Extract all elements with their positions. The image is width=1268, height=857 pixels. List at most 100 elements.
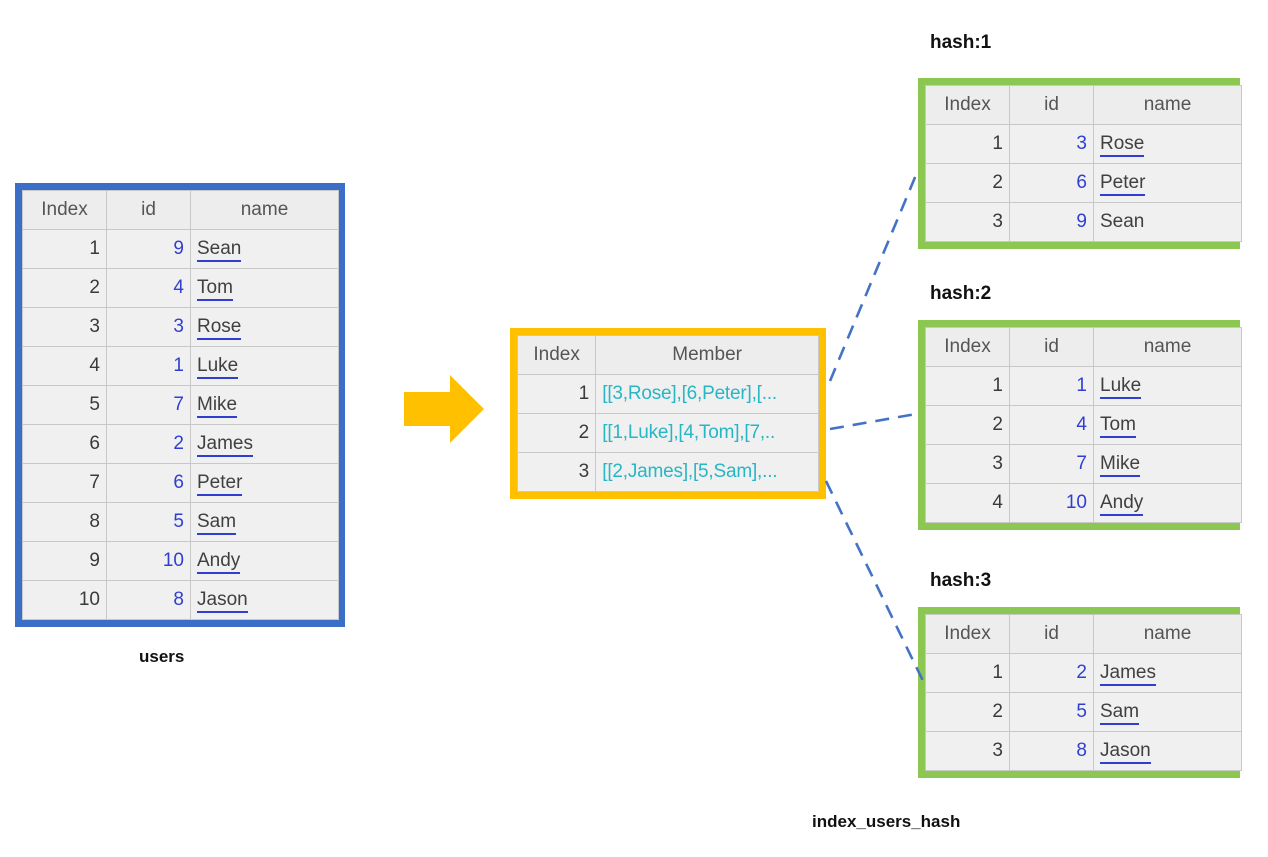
cell-name: Mike (190, 385, 339, 425)
cell-index: 3 (22, 307, 107, 347)
name-link[interactable]: Rose (197, 316, 242, 340)
connector-to-hash-2 (829, 412, 917, 431)
cell-index: 3 (925, 731, 1010, 771)
cell-id: 2 (1009, 653, 1094, 693)
cell-index: 2 (516, 413, 597, 453)
cell-index: 1 (925, 653, 1010, 693)
column-header-index: Index (925, 85, 1010, 125)
column-header-id: id (1009, 614, 1094, 654)
cell-index: 6 (22, 424, 107, 464)
table-row: 1[[3,Rose],[6,Peter],[... (516, 374, 819, 414)
name-link[interactable]: Jason (1100, 740, 1151, 764)
cell-id: 7 (106, 385, 191, 425)
cell-index: 4 (22, 346, 107, 386)
name-link[interactable]: Rose (1100, 133, 1145, 157)
column-header-index: Index (516, 335, 597, 375)
cell-id: 6 (1009, 163, 1094, 203)
cell-index: 9 (22, 541, 107, 581)
cell-index: 1 (925, 124, 1010, 164)
cell-index: 2 (925, 163, 1010, 203)
cell-name: Peter (190, 463, 339, 503)
cell-id: 3 (106, 307, 191, 347)
column-header-id: id (1009, 327, 1094, 367)
cell-id: 8 (106, 580, 191, 620)
name-link[interactable]: Mike (1100, 453, 1141, 477)
cell-index: 2 (22, 268, 107, 308)
cell-index: 3 (925, 202, 1010, 242)
cell-index: 1 (516, 374, 597, 414)
name-link[interactable]: Tom (1100, 414, 1136, 438)
cell-name: Sam (1093, 692, 1242, 732)
users-caption: users (139, 647, 185, 666)
cell-id: 3 (1009, 124, 1094, 164)
column-header-name: name (190, 190, 339, 230)
cell-id: 5 (1009, 692, 1094, 732)
cell-name: Mike (1093, 444, 1242, 484)
table-header-row: Index id name (22, 190, 339, 230)
column-header-member: Member (595, 335, 819, 375)
cell-name: James (1093, 653, 1242, 693)
column-header-index: Index (22, 190, 107, 230)
cell-name: Andy (190, 541, 339, 581)
name-link[interactable]: James (197, 433, 253, 457)
name-link[interactable]: James (1100, 662, 1156, 686)
name-link[interactable]: Luke (1100, 375, 1142, 399)
cell-id: 10 (1009, 483, 1094, 523)
cell-index: 7 (22, 463, 107, 503)
cell-name: Peter (1093, 163, 1242, 203)
hash-label-3: hash:3 (930, 570, 992, 591)
name-link[interactable]: Luke (197, 355, 239, 379)
column-header-index: Index (925, 327, 1010, 367)
cell-name: Tom (190, 268, 339, 308)
name-link[interactable]: Mike (197, 394, 238, 418)
cell-id: 4 (106, 268, 191, 308)
cell-id: 8 (1009, 731, 1094, 771)
cell-id: 1 (1009, 366, 1094, 406)
name-link[interactable]: Andy (1100, 492, 1144, 516)
name-link[interactable]: Jason (197, 589, 248, 613)
cell-name: Luke (1093, 366, 1242, 406)
column-header-name: name (1093, 85, 1242, 125)
hash-label-2: hash:2 (930, 283, 992, 304)
cell-id: 10 (106, 541, 191, 581)
column-header-index: Index (925, 614, 1010, 654)
name-link[interactable]: Peter (197, 472, 243, 496)
name-link[interactable]: Sean (197, 238, 242, 262)
index-table-box: Index Member 1[[3,Rose],[6,Peter],[...2[… (510, 328, 826, 499)
index-table-caption: index_users_hash (812, 812, 961, 831)
cell-id: 7 (1009, 444, 1094, 484)
transform-arrow (404, 375, 484, 443)
name-link[interactable]: Tom (197, 277, 233, 301)
cell-member: [[1,Luke],[4,Tom],[7,.. (595, 413, 819, 453)
name-link[interactable]: Andy (197, 550, 241, 574)
connector-to-hash-3 (824, 480, 926, 684)
cell-index: 8 (22, 502, 107, 542)
cell-name: Jason (1093, 731, 1242, 771)
name-link[interactable]: Sam (197, 511, 237, 535)
cell-id: 6 (106, 463, 191, 503)
name-link[interactable]: Peter (1100, 172, 1146, 196)
name-link[interactable]: Sam (1100, 701, 1140, 725)
cell-index: 3 (925, 444, 1010, 484)
table-header-row: Index id name (925, 85, 1242, 125)
index-table: Index Member 1[[3,Rose],[6,Peter],[...2[… (516, 335, 819, 492)
cell-index: 10 (22, 580, 107, 620)
